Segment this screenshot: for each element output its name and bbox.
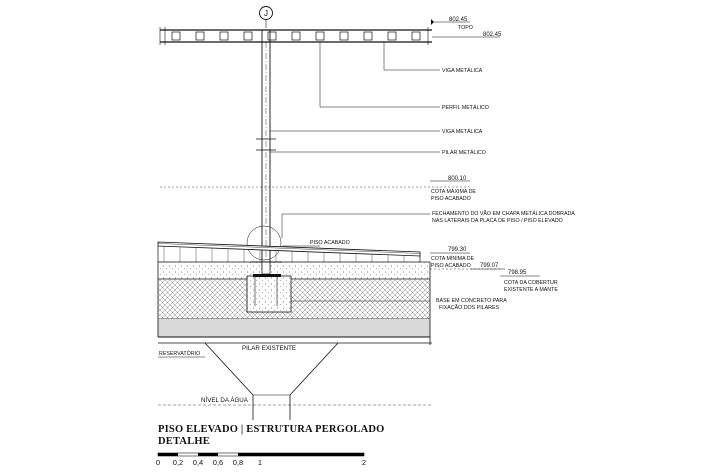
detail-callout-circle	[246, 225, 282, 261]
scale-tick-0: 0	[156, 458, 160, 467]
label-nivel-agua: NÍVEL DA ÁGUA	[201, 397, 249, 404]
top-pergola-beam	[159, 27, 432, 45]
beam-cell	[339, 31, 349, 41]
leader-viga-mid: VIGA METÁLICA	[270, 128, 483, 135]
leader-viga-top: VIGA METÁLICA	[383, 42, 483, 74]
beam-cell	[219, 31, 229, 41]
elevation-min-floor: 799.30 COTA MÍNIMA DE PISO ACABADO	[430, 247, 475, 269]
graphic-scale: 0 0,2 0,4 0,6 0,8 1 2	[156, 452, 366, 467]
label-pilar-existente: PILAR EXISTENTE	[242, 345, 296, 352]
elevation-existing: 798.95 COTA DA COBERTUR EXISTENTE A MANT…	[500, 270, 558, 293]
elevation-mid-value: 799.07	[480, 263, 499, 269]
label-reservatorio: RESERVATÓRIO	[159, 350, 200, 357]
elevation-existing-label-2: EXISTENTE A MANTE	[504, 287, 558, 293]
elevation-existing-value: 798.95	[508, 270, 527, 276]
finished-floor: PISO ACABADO	[157, 240, 421, 262]
beam-cell	[315, 31, 325, 41]
beam-cell	[243, 31, 253, 41]
beam-cell	[411, 31, 421, 41]
label-fechamento-1: FECHAMENTO DO VÃO EM CHAPA METÁLICA DOBR…	[432, 210, 575, 217]
elevation-min-floor-label-2: PISO ACABADO	[431, 263, 471, 269]
leader-perfil: PERFIL METÁLICO	[319, 42, 489, 111]
elevation-max-floor: 800.10 COTA MÁXIMA DE PISO ACABADO	[160, 176, 476, 202]
reservoir: RESERVATÓRIO	[158, 350, 205, 358]
leader-fechamento: FECHAMENTO DO VÃO EM CHAPA METÁLICA DOBR…	[281, 210, 575, 238]
elevation-top-b: 802.45	[483, 32, 502, 38]
scale-tick-02: 0,2	[173, 458, 183, 467]
existing-slab	[157, 261, 431, 345]
elevation-max-floor-value: 800.10	[448, 176, 467, 182]
title-line-1: PISO ELEVADO | ESTRUTURA PERGOLADO	[158, 424, 385, 435]
label-fechamento-2: NAS LATERAIS DA PLACA DE PISO / PISO ELE…	[432, 218, 563, 224]
scale-tick-1: 1	[258, 458, 262, 467]
elevation-min-floor-label-1: COTA MÍNIMA DE	[431, 255, 475, 262]
label-perfil-metalico: PERFIL METÁLICO	[442, 104, 489, 111]
label-base-1: BASE EM CONCRETO PARA	[436, 298, 507, 304]
steel-column	[256, 30, 276, 270]
beam-cell	[363, 31, 373, 41]
beam-cell	[171, 31, 181, 41]
beam-cell	[267, 31, 277, 41]
elevation-top-label: TOPO	[458, 25, 473, 31]
elevation-top: 802.45 TOPO 802.45	[431, 17, 502, 38]
existing-pillar: PILAR EXISTENTE	[158, 342, 432, 420]
elevation-mid: 799.07	[430, 263, 505, 270]
beam-cell	[387, 31, 397, 41]
scale-tick-04: 0,4	[193, 458, 203, 467]
drawing-title: PISO ELEVADO | ESTRUTURA PERGOLADO DETAL…	[158, 424, 385, 447]
title-line-2: DETALHE	[158, 436, 210, 447]
beam-cells	[171, 31, 421, 41]
label-viga-metalica-top: VIGA METÁLICA	[442, 67, 483, 74]
water-level: NÍVEL DA ÁGUA	[158, 397, 432, 406]
grid-marker-label: J	[264, 9, 268, 18]
floor-pedestals	[163, 246, 405, 262]
elevation-min-floor-value: 799.30	[448, 247, 467, 253]
elevation-top-a: 802.45	[449, 17, 468, 23]
elevation-max-floor-label-1: COTA MÁXIMA DE	[431, 188, 476, 195]
grid-marker: J	[259, 6, 273, 28]
leader-base-concreto: BASE EM CONCRETO PARA FIXAÇÃO DOS PILARE…	[291, 298, 507, 311]
beam-cell	[291, 31, 301, 41]
scale-tick-08: 0,8	[233, 458, 243, 467]
label-viga-metalica-mid: VIGA METÁLICA	[442, 128, 483, 135]
leader-pilar-metalico: PILAR METÁLICO	[270, 149, 486, 156]
concrete-base	[246, 261, 292, 313]
label-base-2: FIXAÇÃO DOS PILARES	[439, 304, 500, 311]
scale-tick-06: 0,6	[213, 458, 223, 467]
elevation-existing-label-1: COTA DA COBERTUR	[504, 280, 558, 286]
label-pilar-metalico: PILAR METÁLICO	[442, 149, 486, 156]
scale-tick-2: 2	[362, 458, 366, 467]
label-piso-acabado: PISO ACABADO	[310, 240, 350, 246]
elevation-max-floor-label-2: PISO ACABADO	[431, 196, 471, 202]
beam-cell	[195, 31, 205, 41]
